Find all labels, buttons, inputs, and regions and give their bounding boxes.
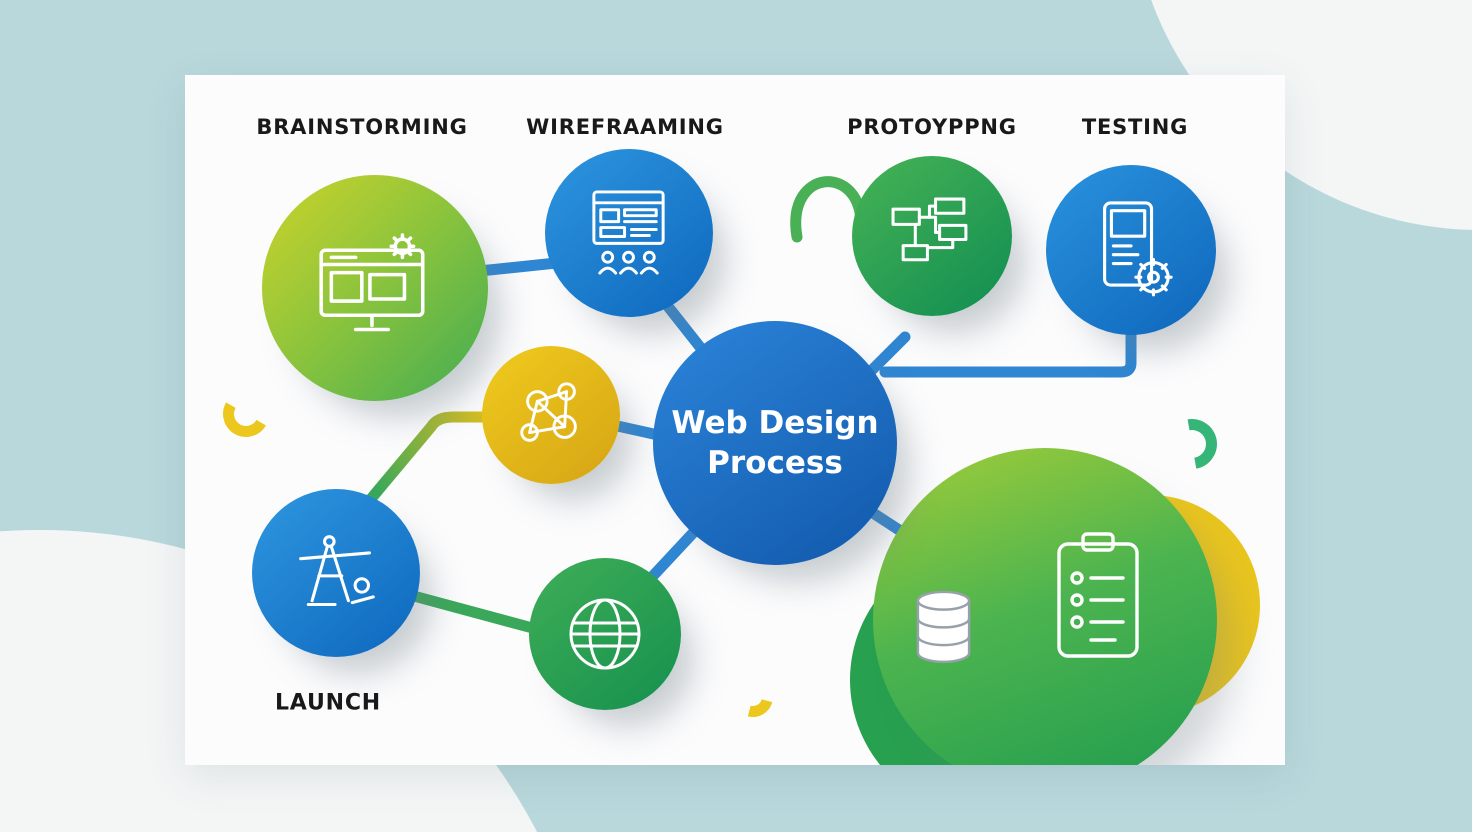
wireframing-circle xyxy=(545,149,713,317)
brainstorming-circle xyxy=(262,175,488,401)
globe-circle xyxy=(529,558,681,710)
database-wrap xyxy=(912,588,975,674)
flowchart-icon xyxy=(891,197,968,262)
prototyping-circle xyxy=(852,156,1012,316)
wireframe-screen-icon xyxy=(592,190,665,275)
connector-hook-prototype xyxy=(790,176,867,243)
center-title-line2: Process xyxy=(707,445,843,481)
checklist-clipboard-wrap xyxy=(1053,530,1143,667)
label-wireframing: WIREFRAAMING xyxy=(526,115,724,139)
infographic-card: Web Design Process xyxy=(185,75,1285,765)
network-nodes-icon xyxy=(520,382,577,442)
device-testing-icon xyxy=(1103,201,1173,297)
connector-network-launch xyxy=(364,411,501,506)
connector-testing-center xyxy=(879,327,1137,378)
label-launch: LAUNCH xyxy=(274,690,382,716)
checklist-clipboard-icon xyxy=(1057,532,1139,658)
globe-icon xyxy=(569,598,641,670)
center-node: Web Design Process xyxy=(653,321,897,565)
drafting-tools-icon xyxy=(299,535,375,607)
label-testing: TESTING xyxy=(1081,115,1189,139)
database-icon xyxy=(916,590,971,664)
center-title: Web Design Process xyxy=(671,403,878,484)
label-prototyping: PROTOYPPNG xyxy=(847,115,1017,139)
testing-circle xyxy=(1046,165,1216,335)
connector-launch-globe xyxy=(404,589,546,636)
ideation-network-circle xyxy=(482,346,620,484)
monitor-sketch-icon xyxy=(319,233,425,332)
center-title-line1: Web Design xyxy=(671,404,879,441)
label-brainstorming: BRAINSTORMING xyxy=(256,115,468,139)
launch-circle xyxy=(252,489,420,657)
